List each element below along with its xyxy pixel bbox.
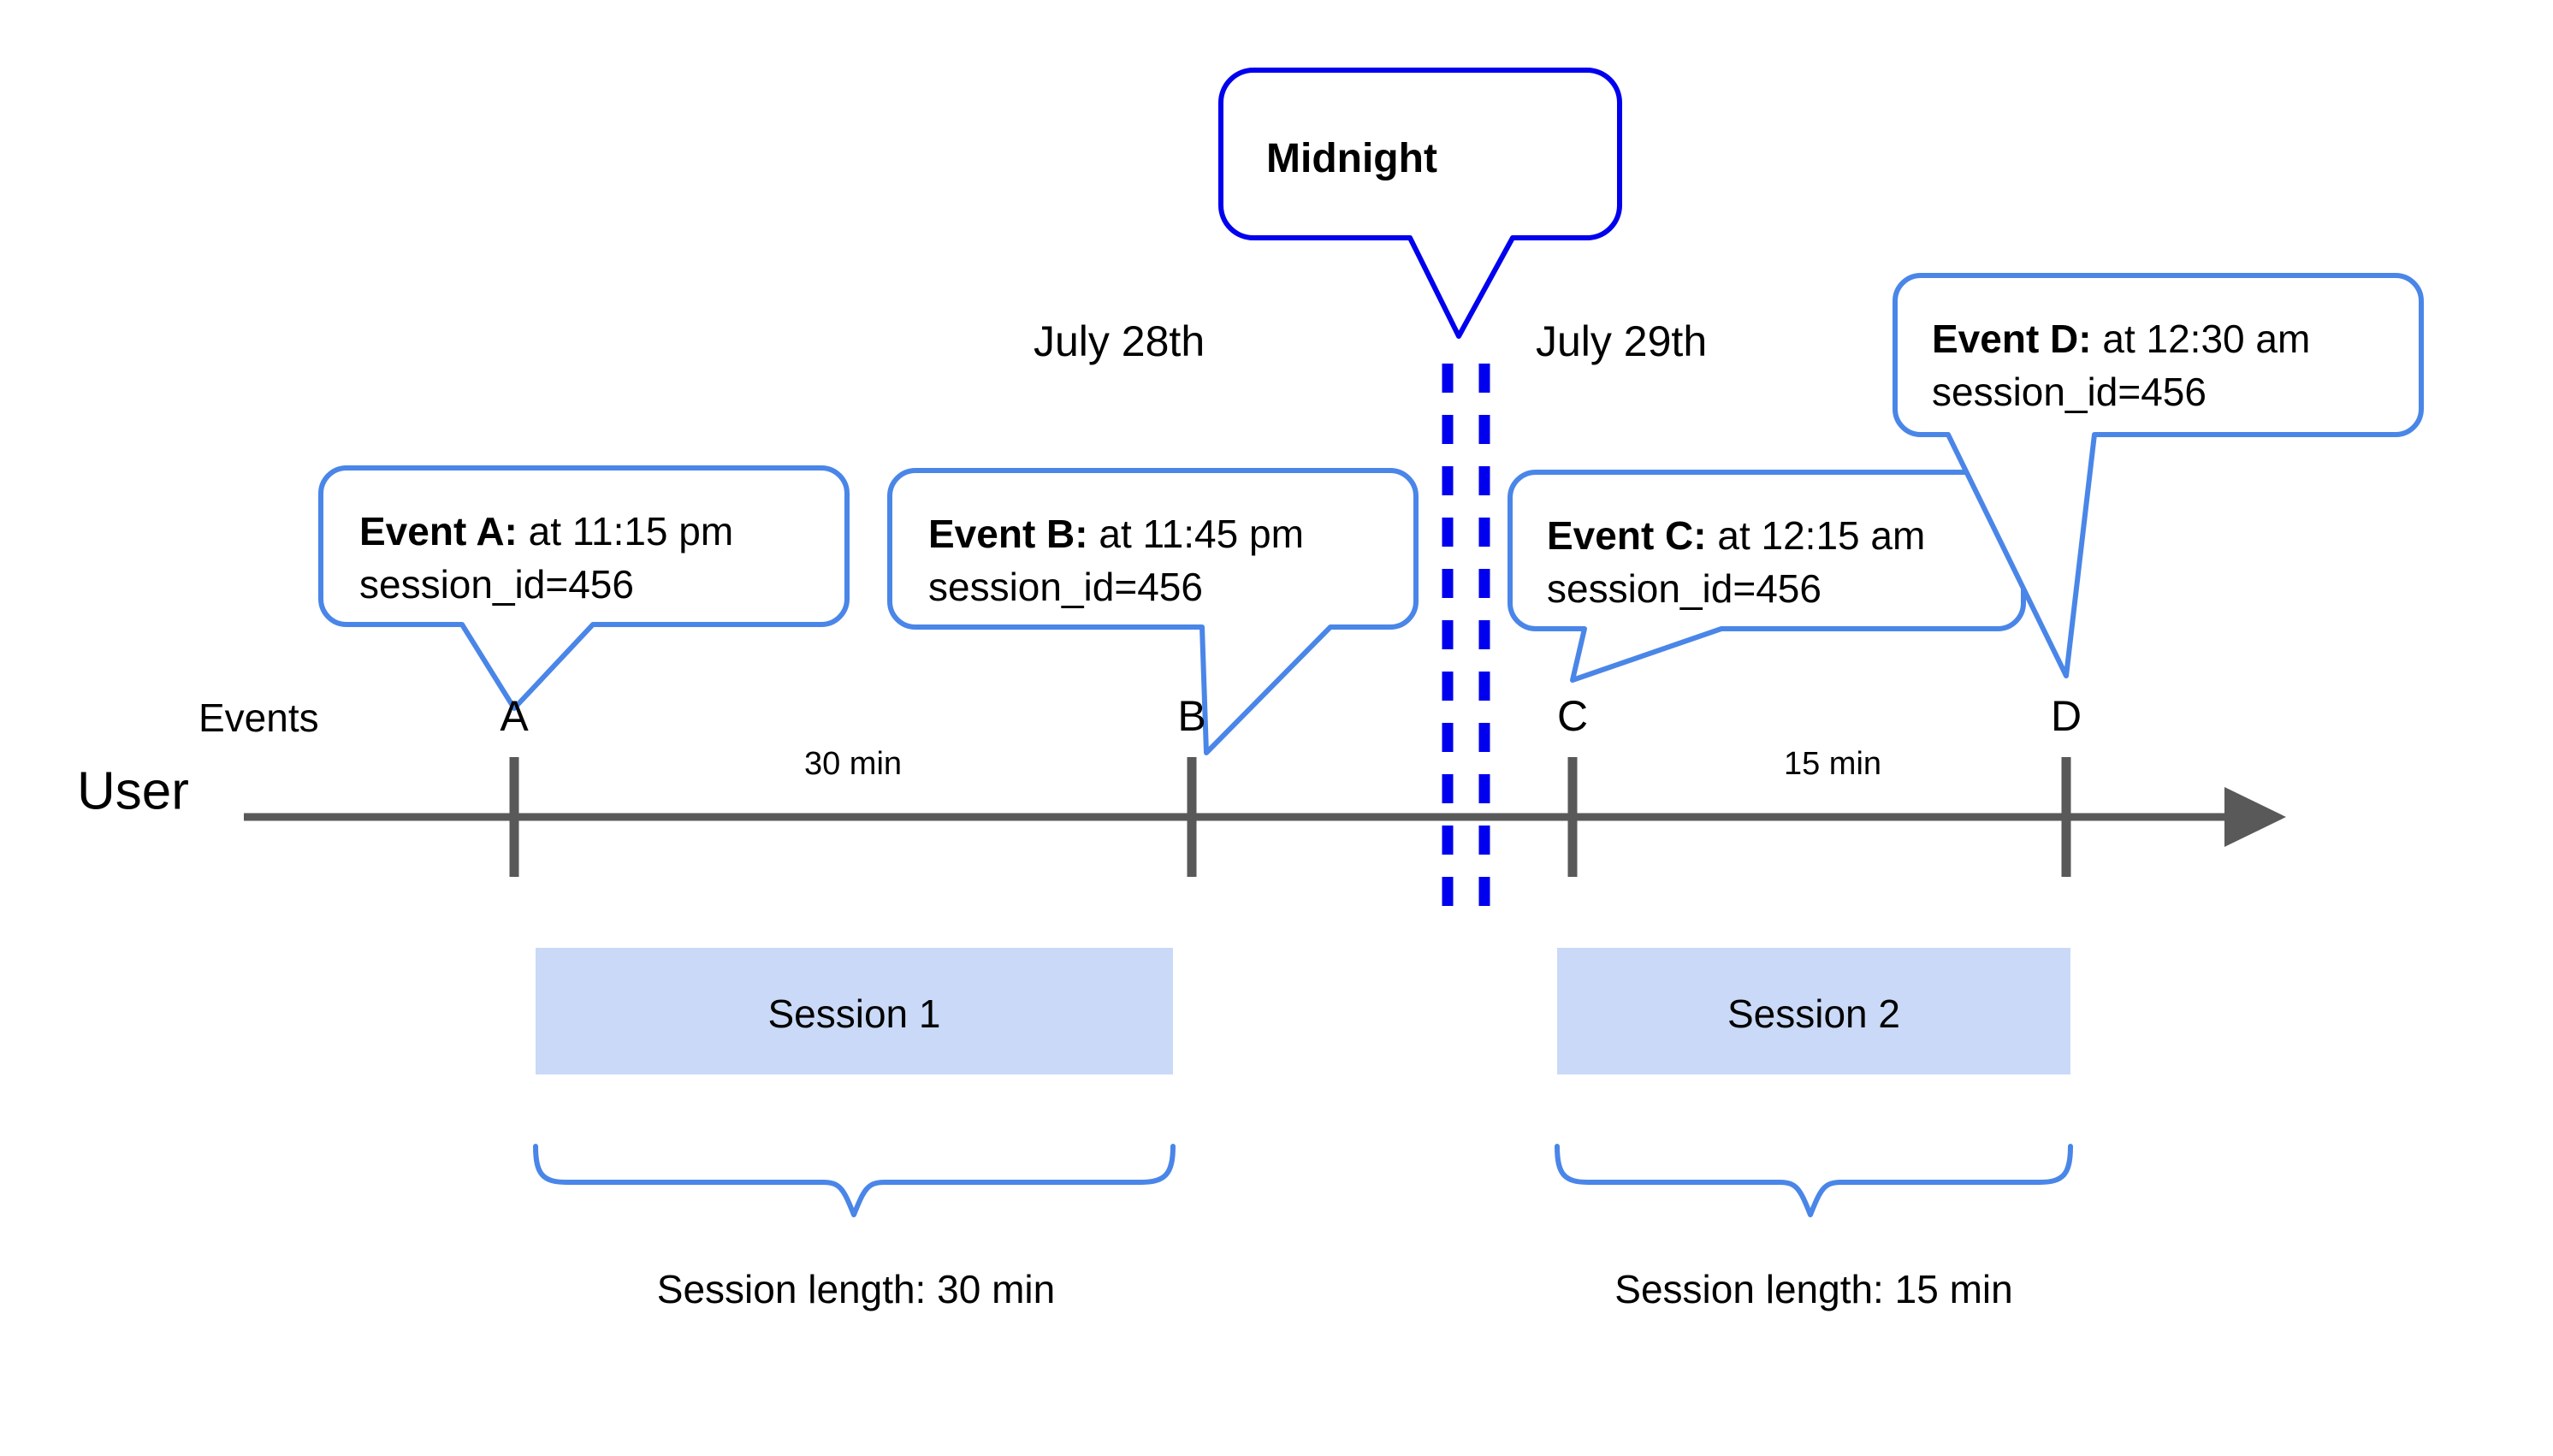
- session-1-box: [536, 948, 1173, 1074]
- event-a-callout-text: Event A: at 11:15 pm session_id=456: [359, 505, 733, 611]
- event-b-callout-shape: [887, 468, 1419, 755]
- event-d-name: Event D:: [1932, 317, 2092, 361]
- event-b-name: Event B:: [928, 512, 1088, 556]
- session-2-brace: [1555, 1144, 2073, 1217]
- date-label-july-28: July 28th: [1034, 317, 1205, 365]
- session-1-label: Session 1: [767, 991, 941, 1036]
- session-1-brace: [533, 1144, 1176, 1217]
- event-a-callout-shape: [318, 465, 850, 711]
- session-2-label: Session 2: [1727, 991, 1900, 1036]
- event-b-callout-text: Event B: at 11:45 pm session_id=456: [928, 507, 1304, 613]
- tick-label-a: A: [500, 692, 529, 740]
- event-c-session: session_id=456: [1547, 566, 1821, 611]
- event-d-time: at 12:30 am: [2091, 317, 2311, 361]
- event-a-time: at 11:15 pm: [517, 509, 734, 553]
- event-a-name: Event A:: [359, 509, 518, 553]
- event-d-callout-text: Event D: at 12:30 am session_id=456: [1932, 312, 2310, 418]
- event-b-time: at 11:45 pm: [1087, 512, 1304, 556]
- midnight-callout-shape: [1218, 68, 1622, 339]
- midnight-divider-lines: [1442, 364, 1490, 928]
- date-label-july-29: July 29th: [1536, 317, 1708, 365]
- user-row-label: User: [77, 761, 189, 821]
- session-1-length-label: Session length: 30 min: [656, 1267, 1056, 1311]
- tick-marks: [509, 757, 2071, 877]
- duration-label-30-min: 30 min: [803, 746, 903, 782]
- event-c-time: at 12:15 am: [1706, 513, 1926, 558]
- tick-label-d: D: [2050, 692, 2082, 740]
- event-d-session: session_id=456: [1932, 370, 2206, 414]
- session-2-length-label: Session length: 15 min: [1614, 1267, 2013, 1311]
- event-b-session: session_id=456: [928, 565, 1203, 609]
- events-row-label: Events: [198, 695, 319, 740]
- tick-label-c: C: [1556, 692, 1589, 740]
- duration-label-15-min: 15 min: [1783, 746, 1882, 782]
- timeline-axis: [244, 787, 2286, 847]
- session-2-box: [1557, 948, 2070, 1074]
- event-a-session: session_id=456: [359, 562, 634, 607]
- event-c-name: Event C:: [1547, 513, 1707, 558]
- midnight-callout-label: Midnight: [1266, 136, 1437, 181]
- event-d-callout-shape: [1893, 273, 2424, 678]
- event-c-callout-text: Event C: at 12:15 am session_id=456: [1547, 509, 1925, 615]
- tick-label-b: B: [1177, 692, 1206, 740]
